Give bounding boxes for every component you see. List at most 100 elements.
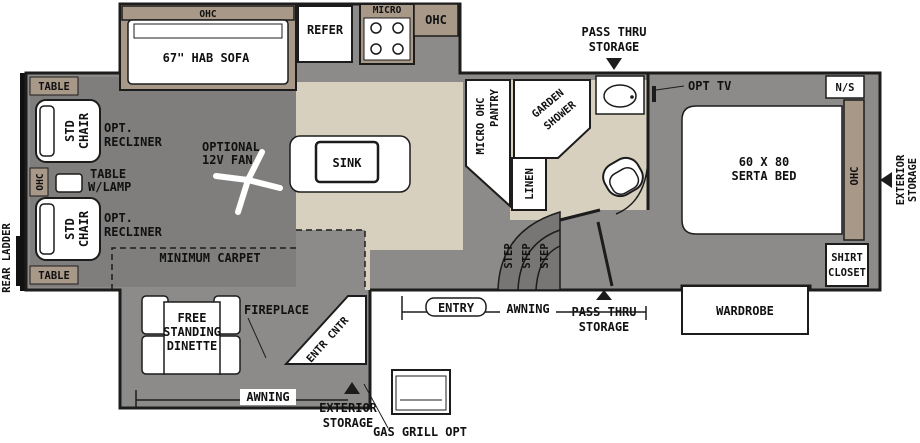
cooktop bbox=[363, 17, 411, 61]
exterior-storage-bottom-2: STORAGE bbox=[323, 416, 374, 430]
entry-awning: ENTRY AWNING bbox=[401, 296, 647, 320]
bath-bottom-wall bbox=[559, 208, 601, 222]
sink-label: SINK bbox=[333, 156, 363, 170]
table-lamp-1: TABLE bbox=[90, 167, 126, 181]
rear-bumper bbox=[20, 73, 26, 291]
step-label-3: STEP bbox=[539, 243, 551, 268]
shirt-closet bbox=[825, 243, 869, 287]
toilet bbox=[602, 156, 644, 198]
awning-entry-label: AWNING bbox=[506, 302, 549, 316]
micro-ohc-pantry-1: MICRO OHC bbox=[475, 98, 487, 155]
shirt-closet-1: SHIRT bbox=[831, 252, 863, 264]
awning-slide-label: AWNING bbox=[246, 390, 289, 404]
entry-steps: STEP STEP STEP bbox=[497, 210, 561, 291]
ns-cabinet bbox=[825, 75, 865, 99]
dinette-label-3: DINETTE bbox=[167, 339, 218, 353]
bath-sink-basin bbox=[603, 84, 637, 108]
minimum-carpet-outline-2 bbox=[296, 229, 366, 290]
ohc-bed-label: OHC bbox=[849, 167, 861, 186]
ohc-bed-cabinet bbox=[843, 99, 865, 241]
entry-label: ENTRY bbox=[438, 301, 475, 315]
pantry-cabinet bbox=[465, 79, 511, 209]
sofa bbox=[127, 19, 289, 85]
minimum-carpet-outline bbox=[111, 247, 296, 290]
arrow-down-icon bbox=[606, 58, 622, 70]
tv-leader bbox=[655, 85, 685, 91]
std-chair-top: STD CHAIR bbox=[35, 99, 101, 163]
opt-recliner-top-1: OPT. bbox=[104, 121, 133, 135]
ceiling-fan-icon bbox=[213, 149, 283, 215]
exterior-storage-right-2: STORAGE bbox=[907, 158, 919, 202]
bath-vanity bbox=[595, 75, 645, 115]
minimum-carpet-label: MINIMUM CARPET bbox=[159, 251, 260, 265]
step-label-2: STEP bbox=[521, 243, 533, 268]
gas-grill-label: GAS GRILL OPT bbox=[373, 425, 467, 439]
micro-label: MICRO bbox=[373, 5, 402, 16]
rear-ladder-bar bbox=[16, 236, 20, 286]
arrow-left-icon bbox=[880, 172, 892, 188]
burner bbox=[392, 22, 404, 34]
opt-recliner-bottom-1: OPT. bbox=[104, 211, 133, 225]
arrow-up-icon bbox=[344, 382, 360, 394]
table-top-surface bbox=[29, 76, 79, 96]
gas-grill bbox=[363, 369, 451, 429]
optional-fan-1: OPTIONAL bbox=[202, 140, 260, 154]
pass-thru-top-2: STORAGE bbox=[589, 40, 640, 54]
ohc-top-label: OHC bbox=[199, 9, 216, 20]
ohc-kitchen-label: OHC bbox=[425, 13, 447, 27]
opt-recliner-bottom-2: RECLINER bbox=[104, 225, 163, 239]
std-chair-bottom-label-2: CHAIR bbox=[77, 210, 91, 247]
sofa-back bbox=[133, 23, 283, 39]
optional-fan-2: 12V FAN bbox=[202, 153, 253, 167]
dinette-label-2: STANDING bbox=[163, 325, 221, 339]
ohc-rear-cabinet bbox=[29, 167, 49, 197]
entry-door bbox=[596, 221, 614, 287]
burner bbox=[392, 43, 404, 55]
table-bottom-surface bbox=[29, 265, 79, 285]
bath-door-swing bbox=[615, 147, 649, 215]
refer bbox=[297, 5, 353, 63]
burner bbox=[370, 22, 382, 34]
slide-awning: AWNING bbox=[135, 389, 348, 408]
rear-ladder-label: REAR LADDER bbox=[1, 223, 13, 293]
ohc-kitchen-cabinet bbox=[413, 3, 459, 37]
bath-drain bbox=[630, 95, 634, 99]
table-top-label: TABLE bbox=[38, 81, 70, 93]
arrow-up-icon bbox=[596, 290, 612, 300]
std-chair-top-label-2: CHAIR bbox=[77, 112, 91, 149]
table-bottom-label: TABLE bbox=[38, 270, 70, 282]
burner bbox=[370, 43, 382, 55]
linen-label: LINEN bbox=[524, 168, 536, 200]
micro-ohc-pantry-2: PANTRY bbox=[489, 88, 501, 127]
opt-recliner-top-2: RECLINER bbox=[104, 135, 163, 149]
linen-cabinet bbox=[511, 157, 547, 211]
ohc-rear-label: OHC bbox=[35, 173, 46, 190]
std-chair-bottom-label: STD bbox=[63, 218, 77, 240]
pass-thru-bottom-2: STORAGE bbox=[579, 320, 630, 334]
wardrobe-label: WARDROBE bbox=[716, 304, 774, 318]
std-chair-bottom: STD CHAIR bbox=[35, 197, 101, 261]
entertainment-center bbox=[283, 295, 367, 365]
opt-tv-label: OPT TV bbox=[688, 79, 731, 93]
fireplace-leader bbox=[247, 317, 267, 359]
shirt-closet-2: CLOSET bbox=[828, 267, 866, 279]
tv bbox=[652, 86, 656, 102]
garden-shower bbox=[513, 79, 591, 159]
table-lamp-2: W/LAMP bbox=[88, 180, 131, 194]
dinette-label-1: FREE bbox=[178, 311, 207, 325]
ns-label: N/S bbox=[836, 82, 855, 94]
fireplace-label: FIREPLACE bbox=[244, 303, 309, 317]
wardrobe bbox=[681, 285, 809, 335]
exterior-storage-right-1: EXTERIOR bbox=[895, 154, 907, 205]
pass-thru-top-1: PASS THRU bbox=[581, 25, 646, 39]
bed-label-1: 60 X 80 bbox=[739, 155, 790, 169]
step-label-1: STEP bbox=[503, 243, 515, 268]
std-chair-top-label: STD bbox=[63, 120, 77, 142]
refer-label: REFER bbox=[307, 23, 344, 37]
bed bbox=[681, 105, 843, 235]
side-table bbox=[55, 173, 83, 193]
exterior-storage-bottom-1: EXTERIOR bbox=[319, 401, 378, 415]
bed-label-2: SERTA BED bbox=[731, 169, 796, 183]
dinette: FREE STANDING DINETTE bbox=[141, 295, 241, 375]
